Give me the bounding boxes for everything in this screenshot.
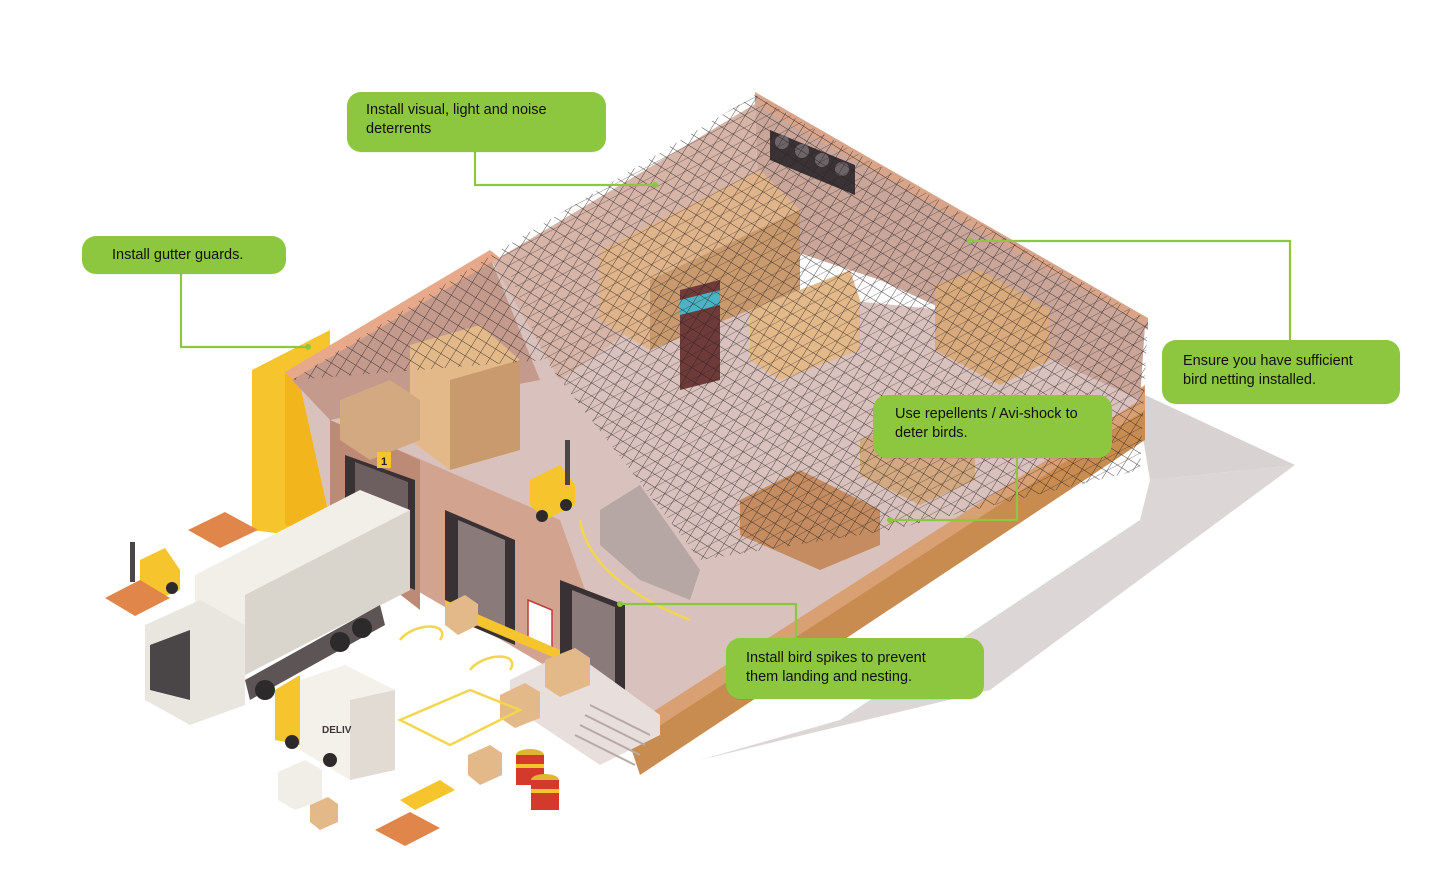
callout-bird-spikes: Install bird spikes to prevent them land… <box>726 638 984 699</box>
callout-repellents: Use repellents / Avi-shock to deter bird… <box>873 395 1112 458</box>
callout-visual-deterrents: Install visual, light and noise deterren… <box>347 92 606 152</box>
callout-leader-lines <box>179 152 1292 638</box>
outside-goods <box>105 512 590 846</box>
delivery-van: DELIV <box>275 665 395 780</box>
delivery-truck <box>145 490 410 725</box>
dock-number: 1 <box>381 456 387 468</box>
callout-bird-netting: Ensure you have sufficient bird netting … <box>1162 340 1400 404</box>
pallet-jack <box>400 780 455 810</box>
ground-shadow <box>700 395 1295 760</box>
forklift-inside <box>530 440 575 522</box>
van-label: DELIV <box>322 725 352 736</box>
conveyor <box>600 485 700 600</box>
floor-markings <box>397 519 691 747</box>
callout-gutter-guards: Install gutter guards. <box>82 236 286 274</box>
